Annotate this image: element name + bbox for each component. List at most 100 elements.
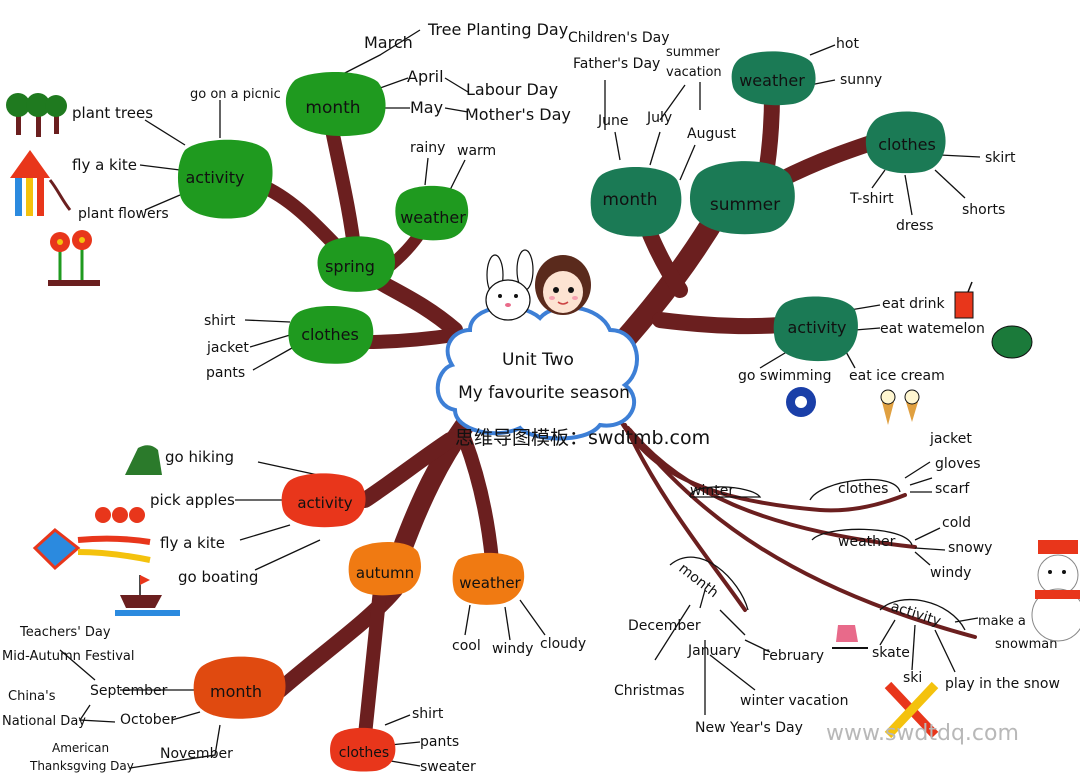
winter-month-january: January	[687, 643, 741, 659]
swim-ring-icon	[786, 387, 816, 417]
spring-clothes-branch	[358, 328, 462, 349]
spring-clothes-jacket: jacket	[206, 340, 249, 356]
connectors	[59, 29, 981, 769]
autumn-clothes-pants: pants	[420, 734, 459, 750]
bunny-icon	[485, 249, 534, 321]
autumn-event-thanksgiving: Thanksgving Day	[29, 759, 134, 773]
branches	[253, 87, 977, 742]
autumn-month-node: month	[193, 656, 286, 719]
girl-icon	[535, 255, 591, 315]
winter-clothes-jacket: jacket	[929, 431, 972, 447]
summer-event-vacation-2: vacation	[666, 65, 722, 80]
autumn-activity-label: activity	[297, 494, 352, 512]
summer-month-august: August	[687, 126, 737, 142]
autumn-activity-kite: fly a kite	[160, 534, 225, 552]
watermark-top: 思维导图模板：swdtmb.com	[455, 427, 710, 449]
spring-activity-fly-kite: fly a kite	[72, 156, 137, 174]
winter-weather-label: weather	[838, 534, 896, 550]
summer-event-fathers-day: Father's Day	[573, 56, 660, 72]
watermark-bottom: www.swdtdq.com	[826, 721, 1019, 746]
spring-activity-picnic: go on a picnic	[190, 87, 281, 102]
summer-activity-label: activity	[788, 318, 847, 337]
autumn-weather-node: weather	[452, 552, 525, 605]
summer-event-childrens-day: Children's Day	[568, 30, 670, 46]
winter-month-december: December	[628, 618, 701, 634]
spring-event-mothers-day: Mother's Day	[465, 105, 571, 124]
autumn-weather-branch	[458, 433, 499, 567]
summer-activity-swimming: go swimming	[738, 368, 831, 384]
spring-weather-node: weather	[395, 185, 469, 241]
summer-event-vacation-1: summer	[666, 45, 720, 60]
summer-weather-hot: hot	[836, 36, 859, 52]
summer-activity-eat-drink: eat drink	[882, 296, 946, 312]
spring-clothes-node: clothes	[288, 305, 374, 364]
autumn-clothes-sweater: sweater	[420, 759, 476, 775]
mountain-icon	[125, 445, 162, 475]
winter-activity-label: activity	[889, 599, 943, 630]
summer-weather-node: weather	[731, 51, 816, 106]
summer-activity-branch	[652, 312, 788, 335]
center-topic: Unit Two My favourite season	[435, 305, 639, 441]
winter-weather-cold: cold	[942, 515, 971, 531]
spring-event-labour-day: Labour Day	[466, 80, 558, 99]
autumn-weather-cloudy: cloudy	[540, 636, 586, 652]
winter-activity-ski: ski	[903, 670, 922, 686]
autumn-event-china: China's	[8, 689, 56, 704]
summer-clothes-shorts: shorts	[962, 202, 1005, 218]
winter-clothes-gloves: gloves	[935, 456, 981, 472]
spring-month-node: month	[285, 72, 386, 137]
autumn-activity-boating: go boating	[178, 568, 258, 586]
summer-clothes-skirt: skirt	[985, 150, 1016, 166]
autumn-weather-label: weather	[459, 574, 521, 592]
spring-branch: spring month activity weather clothes Ma…	[6, 20, 571, 381]
trees-icon	[6, 93, 67, 137]
spring-weather-label: weather	[400, 208, 466, 227]
autumn-clothes-branch	[358, 583, 387, 742]
kite-autumn-icon	[32, 528, 151, 571]
autumn-event-teachers-day: Teachers' Day	[19, 625, 111, 640]
spring-activity-node: activity	[177, 139, 273, 219]
flowers-icon	[48, 230, 100, 286]
summer-activity-watermelon: eat watemelon	[880, 321, 985, 337]
autumn-weather-windy: windy	[492, 641, 533, 657]
winter-label: winter	[690, 483, 734, 499]
autumn-event-national-day: National Day	[2, 714, 86, 729]
summer-branch: summer month weather clothes activity Ch…	[568, 30, 1033, 425]
summer-month-label: month	[602, 190, 657, 210]
winter-clothes-label: clothes	[838, 481, 888, 497]
summer-clothes-node: clothes	[865, 111, 946, 174]
autumn-activity-node: activity	[281, 473, 366, 528]
autumn-activity-apples: pick apples	[150, 491, 235, 509]
autumn-node: autumn	[348, 542, 421, 596]
spring-month-march: March	[364, 33, 413, 52]
spring-clothes-shirt: shirt	[204, 313, 236, 329]
spring-month-april: April	[407, 67, 444, 86]
skates-icon	[832, 625, 868, 649]
summer-label: summer	[710, 195, 780, 215]
autumn-month-october: October	[120, 712, 176, 728]
center-title-line1: Unit Two	[502, 350, 574, 370]
autumn-event-mid-autumn: Mid-Autumn Festival	[2, 649, 135, 664]
winter-activity-skate: skate	[872, 645, 910, 661]
spring-activity-label: activity	[186, 168, 245, 187]
winter-trunk-c	[623, 423, 747, 612]
autumn-month-september: September	[90, 683, 168, 699]
summer-activity-ice-cream: eat ice cream	[849, 368, 945, 384]
summer-activity-node: activity	[773, 296, 858, 362]
winter-activity-snowman: snowman	[995, 637, 1057, 652]
spring-month-label: month	[305, 98, 360, 118]
drink-icon	[954, 281, 974, 319]
summer-weather-sunny: sunny	[840, 72, 882, 88]
winter-weather-windy: windy	[930, 565, 971, 581]
winter-activity-make-a: make a	[978, 614, 1026, 629]
center-cloud	[435, 305, 639, 441]
spring-activity-plant-trees: plant trees	[72, 104, 153, 122]
snowman-icon	[1031, 540, 1080, 642]
autumn-month-label: month	[210, 682, 262, 701]
spring-month-may: May	[410, 98, 443, 117]
winter-clothes-scarf: scarf	[935, 481, 970, 497]
spring-event-tree-planting: Tree Planting Day	[427, 20, 568, 39]
winter-month-february: February	[762, 648, 824, 664]
